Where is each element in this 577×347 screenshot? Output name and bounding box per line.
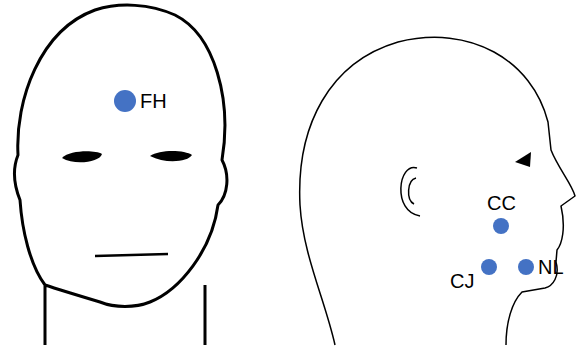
site-label: CJ <box>450 270 474 292</box>
site-label: CC <box>487 192 516 214</box>
marker-dot <box>518 259 534 275</box>
right-eye <box>150 151 192 161</box>
front-head-outline <box>14 5 227 345</box>
marker-dot <box>114 90 136 112</box>
marker-dot <box>493 218 509 234</box>
site-label: FH <box>140 90 167 112</box>
ear <box>401 168 420 216</box>
marker-dot <box>481 259 497 275</box>
site-label: NL <box>538 256 564 278</box>
mouth <box>95 254 168 256</box>
left-eye <box>62 151 102 162</box>
side-eye <box>515 152 531 167</box>
side-head-outline <box>300 37 575 345</box>
